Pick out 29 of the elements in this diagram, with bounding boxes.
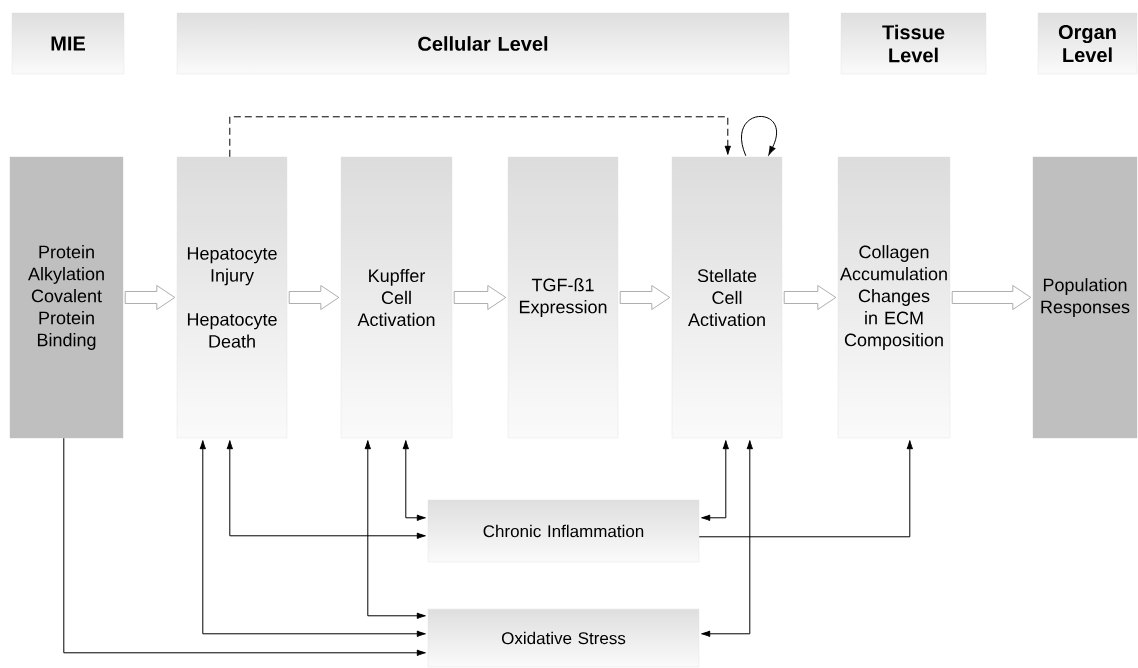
- event-box: Protein Alkylation Covalent Protein Binding: [9, 156, 124, 439]
- arrow: [199, 440, 426, 637]
- event-box: Population Responses: [1032, 156, 1138, 439]
- arrow: [364, 440, 426, 619]
- level-header-box: Organ Level: [1037, 12, 1138, 75]
- arrow: [288, 285, 340, 310]
- arrow: [698, 440, 913, 538]
- level-header-box: MIE: [11, 12, 125, 75]
- arrow: [701, 440, 753, 637]
- level-header-box: Cellular Level: [176, 12, 790, 75]
- process-box: TGF-ß1 Expression: [507, 156, 619, 439]
- level-header-box: Tissue Level: [840, 12, 987, 75]
- arrow: [783, 285, 837, 310]
- process-box: Collagen Accumulation Changes in ECM Composition: [837, 156, 951, 439]
- arrow: [229, 116, 731, 158]
- arrow: [741, 116, 777, 157]
- arrow: [402, 440, 426, 521]
- process-box: Stellate Cell Activation: [671, 156, 783, 439]
- arrow: [124, 285, 176, 310]
- arrow: [226, 440, 426, 539]
- process-box: Chronic Inflammation: [427, 499, 700, 563]
- arrow: [63, 437, 426, 656]
- arrow: [453, 285, 507, 310]
- arrow: [619, 285, 671, 310]
- process-box: Hepatocyte Injury Hepatocyte Death: [176, 156, 288, 439]
- process-box: Kupffer Cell Activation: [340, 156, 453, 439]
- arrow: [951, 285, 1032, 310]
- arrow: [701, 440, 729, 521]
- process-box: Oxidative Stress: [427, 608, 700, 668]
